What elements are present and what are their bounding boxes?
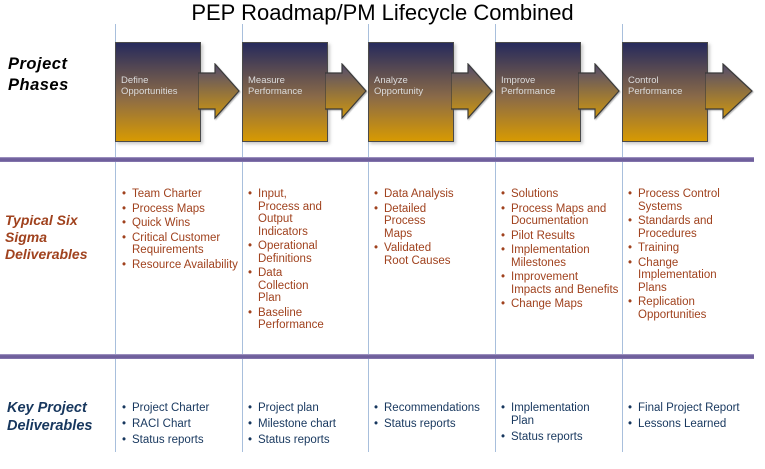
column-divider-line bbox=[495, 24, 496, 452]
right-arrow-icon bbox=[451, 63, 493, 120]
list-item: RACI Chart bbox=[122, 418, 242, 431]
list-item: Resource Availability bbox=[122, 259, 244, 272]
list-item: Replication Opportunities bbox=[628, 296, 720, 321]
right-arrow-icon bbox=[705, 63, 753, 120]
list-item: Process Maps bbox=[122, 203, 244, 216]
six-sigma-list-measure: Input, Process and Output IndicatorsOper… bbox=[248, 188, 328, 334]
list-item: Baseline Performance bbox=[248, 307, 328, 332]
phase-box-measure-performance: Measure Performance bbox=[242, 42, 328, 142]
column-divider-line bbox=[368, 24, 369, 452]
list-item: Input, Process and Output Indicators bbox=[248, 188, 328, 238]
six-sigma-list-control: Process Control SystemsStandards and Pro… bbox=[628, 188, 720, 323]
list-item: Training bbox=[628, 242, 720, 255]
list-item: Critical Customer Requirements bbox=[122, 232, 244, 257]
phase-box-analyze-opportunity: Analyze Opportunity bbox=[368, 42, 454, 142]
list-item: Process Maps and Documentation bbox=[501, 203, 619, 228]
phase-box-label: Define Opportunities bbox=[121, 75, 178, 97]
list-item: Operational Definitions bbox=[248, 240, 328, 265]
list-item: Recommendations bbox=[374, 402, 494, 415]
list-item: Change Implementation Plans bbox=[628, 257, 720, 295]
phase-box-label: Control Performance bbox=[628, 75, 683, 97]
section-divider-line bbox=[0, 157, 754, 162]
phase-box-control-performance: Control Performance bbox=[622, 42, 708, 142]
six-sigma-list-define: Team CharterProcess MapsQuick WinsCritic… bbox=[122, 188, 244, 273]
list-item: Status reports bbox=[374, 418, 494, 431]
key-project-list-improve: Implementation PlanStatus reports bbox=[501, 402, 590, 447]
right-arrow-icon bbox=[198, 63, 240, 120]
row-label-key-project-deliverables: Key Project Deliverables bbox=[7, 400, 93, 434]
column-divider-line bbox=[115, 24, 116, 452]
six-sigma-list-analyze: Data AnalysisDetailed Process MapsValida… bbox=[374, 188, 456, 269]
phase-box-label: Analyze Opportunity bbox=[374, 75, 424, 97]
list-item: Solutions bbox=[501, 188, 619, 201]
phase-box-label: Measure Performance bbox=[248, 75, 303, 97]
right-arrow-icon bbox=[578, 63, 620, 120]
column-divider-line bbox=[622, 24, 623, 452]
right-arrow-icon bbox=[325, 63, 367, 120]
list-item: Change Maps bbox=[501, 298, 619, 311]
list-item: Final Project Report bbox=[628, 402, 750, 415]
list-item: Status reports bbox=[248, 434, 368, 447]
list-item: Detailed Process Maps bbox=[374, 203, 456, 241]
list-item: Quick Wins bbox=[122, 217, 244, 230]
phase-box-define-opportunities: Define Opportunities bbox=[115, 42, 201, 142]
six-sigma-list-improve: SolutionsProcess Maps and DocumentationP… bbox=[501, 188, 619, 313]
list-item: Milestone chart bbox=[248, 418, 368, 431]
row-label-project-phases: Project Phases bbox=[8, 55, 69, 94]
list-item: Validated Root Causes bbox=[374, 242, 456, 267]
phase-box-label: Improve Performance bbox=[501, 75, 556, 97]
list-item: Standards and Procedures bbox=[628, 215, 720, 240]
list-item: Implementation Plan bbox=[501, 402, 590, 428]
list-item: Lessons Learned bbox=[628, 418, 750, 431]
list-item: Implementation Milestones bbox=[501, 244, 619, 269]
list-item: Status reports bbox=[122, 434, 242, 447]
phase-box-improve-performance: Improve Performance bbox=[495, 42, 581, 142]
list-item: Status reports bbox=[501, 431, 589, 444]
list-item: Process Control Systems bbox=[628, 188, 720, 213]
list-item: Pilot Results bbox=[501, 230, 619, 243]
list-item: Project plan bbox=[248, 402, 368, 415]
list-item: Data Analysis bbox=[374, 188, 456, 201]
key-project-list-measure: Project planMilestone chartStatus report… bbox=[248, 402, 368, 450]
list-item: Team Charter bbox=[122, 188, 244, 201]
list-item: Improvement Impacts and Benefits bbox=[501, 271, 619, 296]
key-project-list-analyze: RecommendationsStatus reports bbox=[374, 402, 494, 434]
key-project-list-define: Project CharterRACI ChartStatus reports bbox=[122, 402, 242, 450]
row-label-six-sigma-deliverables: Typical Six Sigma Deliverables bbox=[5, 212, 88, 262]
section-divider-line bbox=[0, 354, 754, 359]
key-project-list-control: Final Project ReportLessons Learned bbox=[628, 402, 750, 434]
list-item: Data Collection Plan bbox=[248, 267, 328, 305]
list-item: Project Charter bbox=[122, 402, 242, 415]
slide-title: PEP Roadmap/PM Lifecycle Combined bbox=[191, 0, 574, 25]
